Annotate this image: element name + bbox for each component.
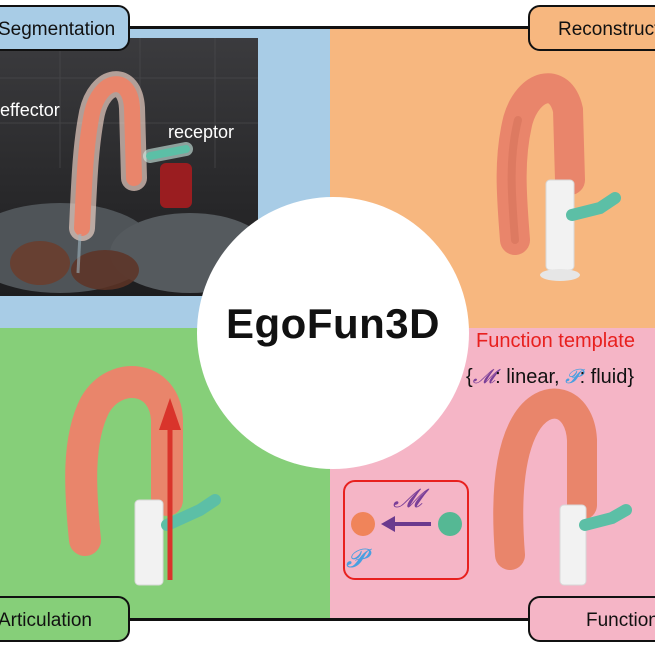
function-tag: Function (528, 596, 655, 642)
figure-title: EgoFun3D (226, 300, 440, 347)
mp-diagram-box (343, 480, 469, 580)
effector-label: effector (0, 100, 60, 120)
open-brace: { (466, 366, 473, 388)
function-template-heading: Function template (476, 330, 635, 352)
p-value: : fluid} (579, 366, 635, 388)
reconstruction-tag: Reconstruction (528, 5, 655, 51)
orange-node (351, 512, 375, 536)
mp-diagram (351, 512, 462, 536)
m-value: : linear, (495, 366, 566, 388)
mp-p-symbol: 𝓟 (346, 544, 365, 574)
segmentation-photo: effector receptor (0, 38, 258, 296)
center-circle (197, 197, 469, 469)
mp-m-symbol: 𝓜 (393, 484, 423, 514)
reconstruction-faucet (496, 73, 621, 281)
frame-bottom-line (120, 618, 540, 621)
teal-node (438, 512, 462, 536)
function-faucet (493, 388, 632, 586)
function-template-formula: {𝓜: linear, 𝓟: fluid} (466, 364, 634, 389)
p-symbol: 𝓟 (565, 364, 580, 388)
frame-top-line (120, 26, 540, 29)
m-symbol: 𝓜 (472, 364, 496, 388)
m-arrow-head (381, 516, 395, 532)
articulation-faucet (65, 366, 221, 586)
articulation-tag: Articulation (0, 596, 130, 642)
segmentation-tag: Segmentation (0, 5, 130, 51)
receptor-label: receptor (168, 122, 235, 142)
